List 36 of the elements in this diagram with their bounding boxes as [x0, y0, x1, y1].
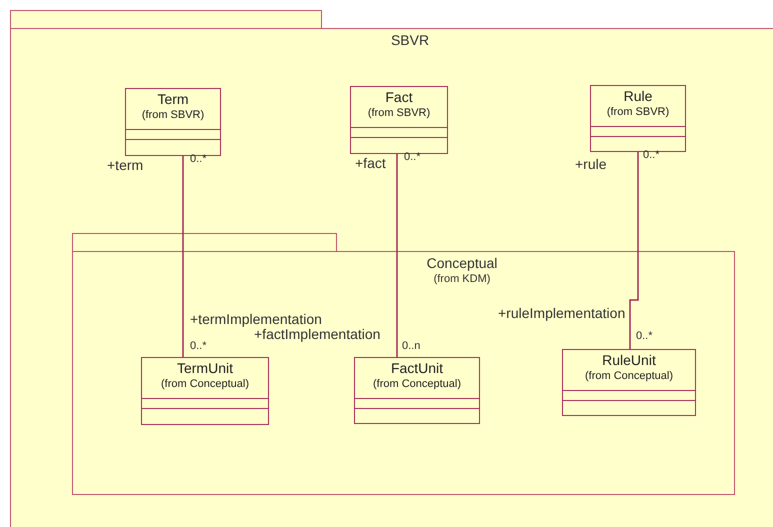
role-label: +fact: [355, 156, 386, 170]
multiplicity-label: 0..*: [636, 331, 653, 342]
class-box: [590, 85, 686, 152]
package-origin: (from KDM): [434, 272, 490, 287]
class-box: [354, 357, 480, 424]
class-origin: (from SBVR): [142, 108, 204, 122]
class-name: TermUnit: [176, 360, 233, 378]
multiplicity-label: 0..n: [402, 341, 420, 352]
class-name: FactUnit: [390, 360, 444, 378]
role-label: +factImplementation: [254, 327, 380, 341]
role-label: +termImplementation: [190, 312, 322, 326]
multiplicity-label: 0..*: [404, 152, 421, 163]
class-box: [141, 357, 269, 425]
role-label: +rule: [575, 157, 607, 171]
role-label: +term: [107, 158, 144, 172]
association-line: [396, 154, 398, 357]
class-box: [125, 88, 221, 156]
multiplicity-label: 0..*: [190, 341, 207, 352]
class-box: [350, 86, 448, 154]
class-origin: (from Conceptual): [584, 370, 674, 384]
role-label: +ruleImplementation: [498, 306, 626, 320]
class-name: Term: [157, 91, 189, 108]
association-line: [629, 152, 639, 349]
class-name: Rule: [624, 88, 652, 106]
multiplicity-label: 0..*: [643, 150, 660, 161]
class-origin: (from SBVR): [606, 106, 670, 120]
multiplicity-label: 0..*: [190, 154, 207, 165]
association-line: [182, 156, 184, 357]
class-origin: (from SBVR): [368, 106, 430, 120]
package-name: SBVR: [390, 31, 430, 50]
class-origin: (from Conceptual): [160, 378, 250, 392]
class-origin: (from Conceptual): [372, 378, 462, 392]
class-name: RuleUnit: [602, 352, 656, 370]
package-name: Conceptual: [426, 254, 498, 273]
class-box: [562, 349, 696, 416]
class-name: Fact: [385, 89, 413, 106]
